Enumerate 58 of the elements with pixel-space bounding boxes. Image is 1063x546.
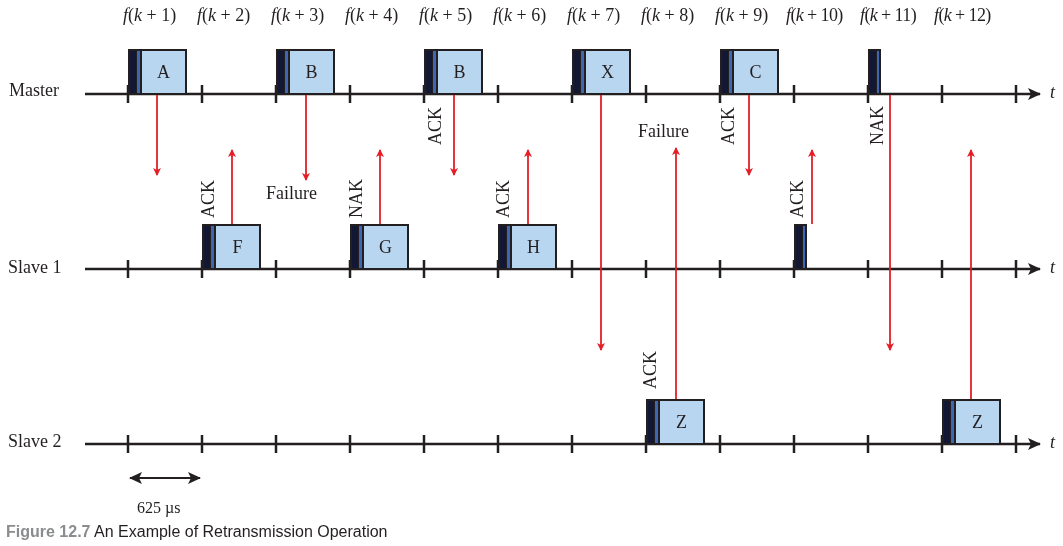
response-label: ACK	[426, 107, 444, 145]
axis-variable: t	[1050, 83, 1055, 101]
packet-box	[720, 49, 779, 95]
packet-label: Z	[972, 413, 983, 431]
arrow	[524, 149, 532, 225]
arrow	[302, 94, 310, 181]
arrow	[672, 147, 680, 400]
axis-label: Slave 2	[8, 432, 62, 450]
dimension-label: 625 µs	[137, 500, 181, 516]
response-label: ACK	[199, 180, 217, 218]
slot-label: f(k + 10)	[786, 6, 843, 24]
packet-label: H	[527, 238, 540, 256]
status-label: Failure	[638, 122, 689, 140]
slot-label: f(k + 2)	[197, 6, 251, 24]
axis-label: Slave 1	[8, 258, 62, 276]
slot-label: f(k + 4)	[345, 6, 399, 24]
figure-caption: Figure 12.7 An Example of Retransmission Operation	[6, 523, 388, 541]
response-label: ACK	[788, 180, 806, 218]
packet-box	[424, 49, 483, 95]
axis-variable: t	[1050, 433, 1055, 451]
packet-label: B	[453, 63, 466, 81]
slot-label: f(k + 12)	[934, 6, 991, 24]
packet-label: F	[232, 238, 243, 256]
response-label: ACK	[719, 107, 737, 145]
arrow	[886, 94, 894, 351]
status-label: Failure	[266, 184, 317, 202]
response-label: NAK	[347, 179, 365, 218]
arrow	[808, 149, 816, 225]
slot-label: f(k + 6)	[493, 6, 547, 24]
packet-box	[350, 224, 409, 270]
packet-box	[498, 224, 557, 270]
packet-label: A	[157, 63, 170, 81]
arrow	[153, 94, 161, 176]
packet-box	[202, 224, 261, 270]
axis-variable: t	[1050, 258, 1055, 276]
arrow	[376, 149, 384, 225]
packet-label: Z	[676, 413, 687, 431]
packet-box	[276, 49, 335, 95]
packet-box	[942, 399, 1001, 445]
response-label: NAK	[868, 106, 886, 145]
arrow	[967, 149, 975, 400]
arrow	[450, 94, 458, 176]
arrow	[597, 94, 605, 351]
slot-label: f(k + 8)	[641, 6, 695, 24]
packet-box	[572, 49, 631, 95]
packet-header-bar	[794, 224, 807, 270]
arrow	[745, 94, 753, 176]
axis-label: Master	[9, 81, 59, 99]
response-label: ACK	[641, 351, 659, 389]
response-label: ACK	[494, 180, 512, 218]
packet-label: X	[601, 63, 614, 81]
packet-label: B	[305, 63, 318, 81]
packet-label: C	[749, 63, 762, 81]
packet-label: G	[379, 238, 392, 256]
packet-header-bar	[868, 49, 881, 95]
packet-box	[128, 49, 187, 95]
arrow	[228, 149, 236, 225]
packet-box	[646, 399, 705, 445]
